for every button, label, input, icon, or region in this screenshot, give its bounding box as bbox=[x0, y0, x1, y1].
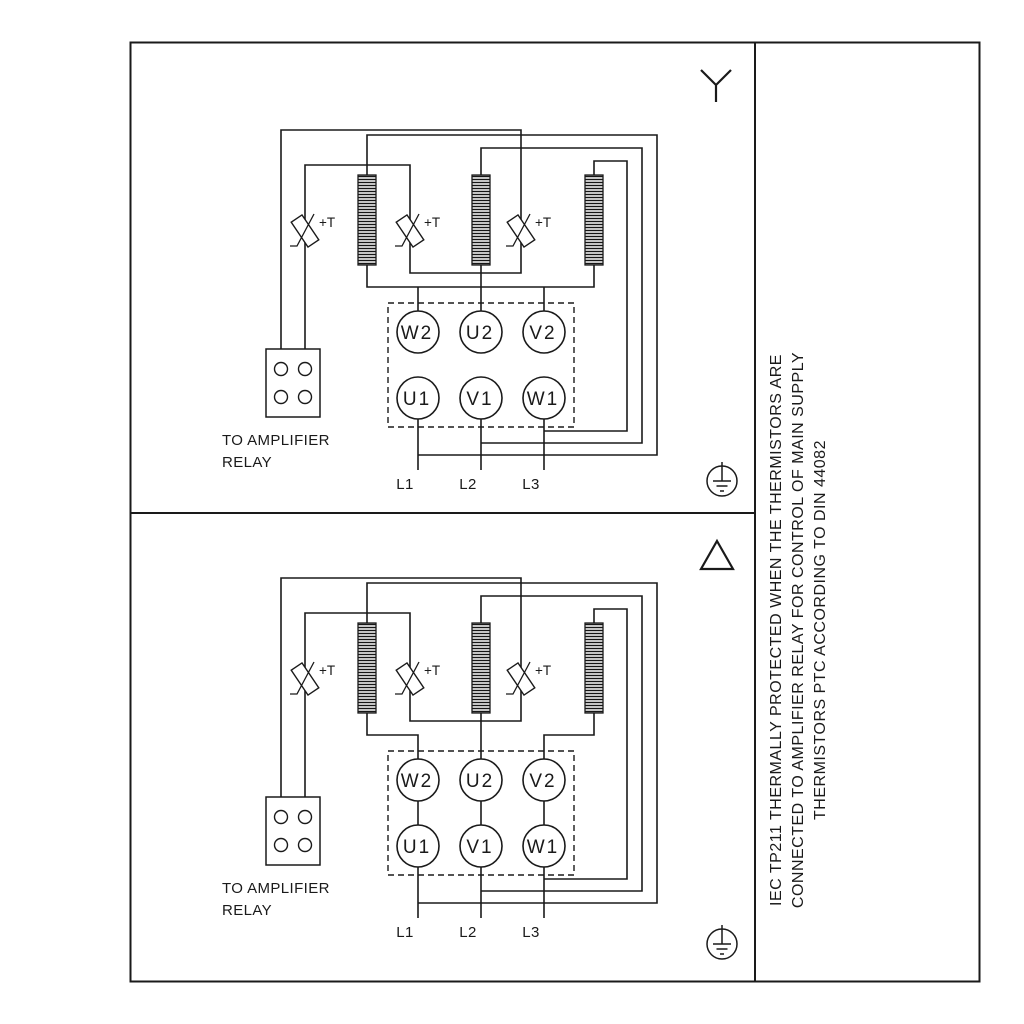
relay-note-line1: TO AMPLIFIER bbox=[222, 432, 330, 449]
winding-return-wires bbox=[366, 134, 658, 456]
side-note-line: CONNECTED TO AMPLIFIER RELAY FOR CONTROL… bbox=[790, 352, 807, 908]
terminal-label: V1 bbox=[466, 389, 493, 410]
terminal-u2: U2 bbox=[459, 758, 503, 802]
terminal-label: V1 bbox=[466, 837, 493, 858]
relay-note-line2: RELAY bbox=[222, 902, 272, 919]
motor-winding-icon bbox=[584, 622, 604, 714]
mains-lead-label: L1 bbox=[396, 924, 414, 941]
motor-winding-icon bbox=[584, 174, 604, 266]
terminal-v2: V2 bbox=[522, 310, 566, 354]
thermistor-label: +T bbox=[424, 215, 440, 230]
thermistor-chain-wire bbox=[280, 577, 522, 811]
terminal-w1: W1 bbox=[522, 376, 566, 420]
terminal-block-outline bbox=[387, 302, 575, 428]
terminal-w2: W2 bbox=[396, 758, 440, 802]
terminal-label: U2 bbox=[466, 323, 494, 344]
ptc-thermistor-icon bbox=[289, 661, 320, 696]
thermistor-label: +T bbox=[535, 215, 551, 230]
terminal-w1: W1 bbox=[522, 824, 566, 868]
thermistor-label: +T bbox=[319, 215, 335, 230]
relay-note-line1: TO AMPLIFIER bbox=[222, 880, 330, 897]
terminal-label: U1 bbox=[403, 389, 431, 410]
motor-winding-icon bbox=[357, 622, 377, 714]
star-bridge-wire bbox=[366, 265, 595, 311]
mains-lead-label: L1 bbox=[396, 476, 414, 493]
ptc-thermistor-icon bbox=[394, 661, 425, 696]
thermistor-label: +T bbox=[424, 663, 440, 678]
side-note-line: IEC TP211 THERMALLY PROTECTED WHEN THE T… bbox=[768, 354, 785, 906]
ptc-thermistor-icon bbox=[505, 213, 536, 248]
mains-lead-label: L3 bbox=[522, 476, 540, 493]
thermistor-chain-wire bbox=[280, 129, 522, 363]
earth-ground-icon bbox=[706, 924, 738, 960]
terminal-label: W2 bbox=[401, 771, 434, 792]
side-note-line: THERMISTORS PTC ACCORDING TO DIN 44082 bbox=[812, 440, 829, 820]
ptc-thermistor-icon bbox=[394, 213, 425, 248]
amplifier-relay-terminals bbox=[265, 796, 321, 866]
mains-lead-label: L2 bbox=[459, 476, 477, 493]
delta-connection-icon bbox=[699, 538, 735, 571]
ptc-thermistor-icon bbox=[505, 661, 536, 696]
terminal-u2: U2 bbox=[459, 310, 503, 354]
terminal-v1: V1 bbox=[459, 824, 503, 868]
panel-star: +T +T +T W2 U2 V2 U1 V1 W1 bbox=[222, 69, 738, 497]
ptc-thermistor-icon bbox=[289, 213, 320, 248]
earth-ground-icon bbox=[706, 461, 738, 497]
amplifier-relay-terminals bbox=[265, 348, 321, 418]
winding-return-wires bbox=[366, 582, 658, 904]
thermistor-label: +T bbox=[535, 663, 551, 678]
terminal-label: U1 bbox=[403, 837, 431, 858]
terminal-label: W1 bbox=[527, 837, 560, 858]
terminal-label: W2 bbox=[401, 323, 434, 344]
terminal-label: W1 bbox=[527, 389, 560, 410]
side-note: IEC TP211 THERMALLY PROTECTED WHEN THE T… bbox=[768, 352, 829, 908]
terminal-label: U2 bbox=[466, 771, 494, 792]
terminal-w2: W2 bbox=[396, 310, 440, 354]
terminal-block-outline bbox=[387, 750, 575, 876]
mains-lead-label: L2 bbox=[459, 924, 477, 941]
panel-delta: +T +T +T W2 U2 V2 U1 V1 W1 bbox=[222, 538, 738, 960]
relay-note-line2: RELAY bbox=[222, 454, 272, 471]
terminal-u1: U1 bbox=[396, 824, 440, 868]
terminal-v1: V1 bbox=[459, 376, 503, 420]
motor-winding-icon bbox=[471, 174, 491, 266]
delta-link-wires bbox=[366, 713, 595, 825]
motor-winding-icon bbox=[357, 174, 377, 266]
terminal-label: V2 bbox=[529, 323, 556, 344]
terminal-u1: U1 bbox=[396, 376, 440, 420]
star-connection-icon bbox=[700, 69, 732, 102]
terminal-label: V2 bbox=[529, 771, 556, 792]
thermistor-label: +T bbox=[319, 663, 335, 678]
mains-lead-label: L3 bbox=[522, 924, 540, 941]
motor-winding-icon bbox=[471, 622, 491, 714]
terminal-v2: V2 bbox=[522, 758, 566, 802]
